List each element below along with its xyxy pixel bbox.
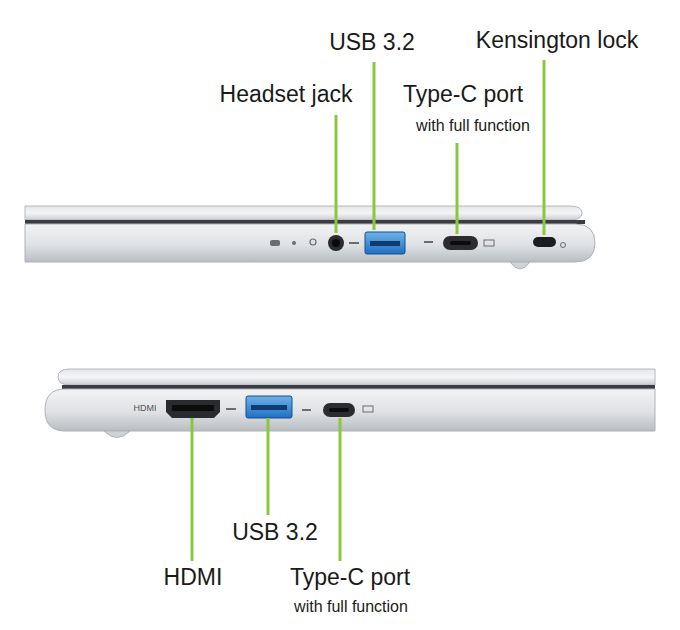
- leader-lines: [192, 60, 544, 561]
- port-label: USB 3.2: [329, 30, 415, 55]
- port-note: with full function: [416, 117, 530, 135]
- port-note: with full function: [294, 598, 408, 616]
- laptop-right-side: [25, 206, 595, 269]
- port-label: Kensington lock: [476, 28, 638, 53]
- port-label: Type-C port: [290, 565, 410, 590]
- port-label: USB 3.2: [232, 520, 318, 545]
- laptop-left-side: [45, 369, 655, 438]
- port-label: HDMI: [164, 565, 223, 590]
- port-label: Headset jack: [220, 82, 353, 107]
- chassis-print: HDMI: [134, 404, 157, 414]
- port-label: Type-C port: [403, 82, 523, 107]
